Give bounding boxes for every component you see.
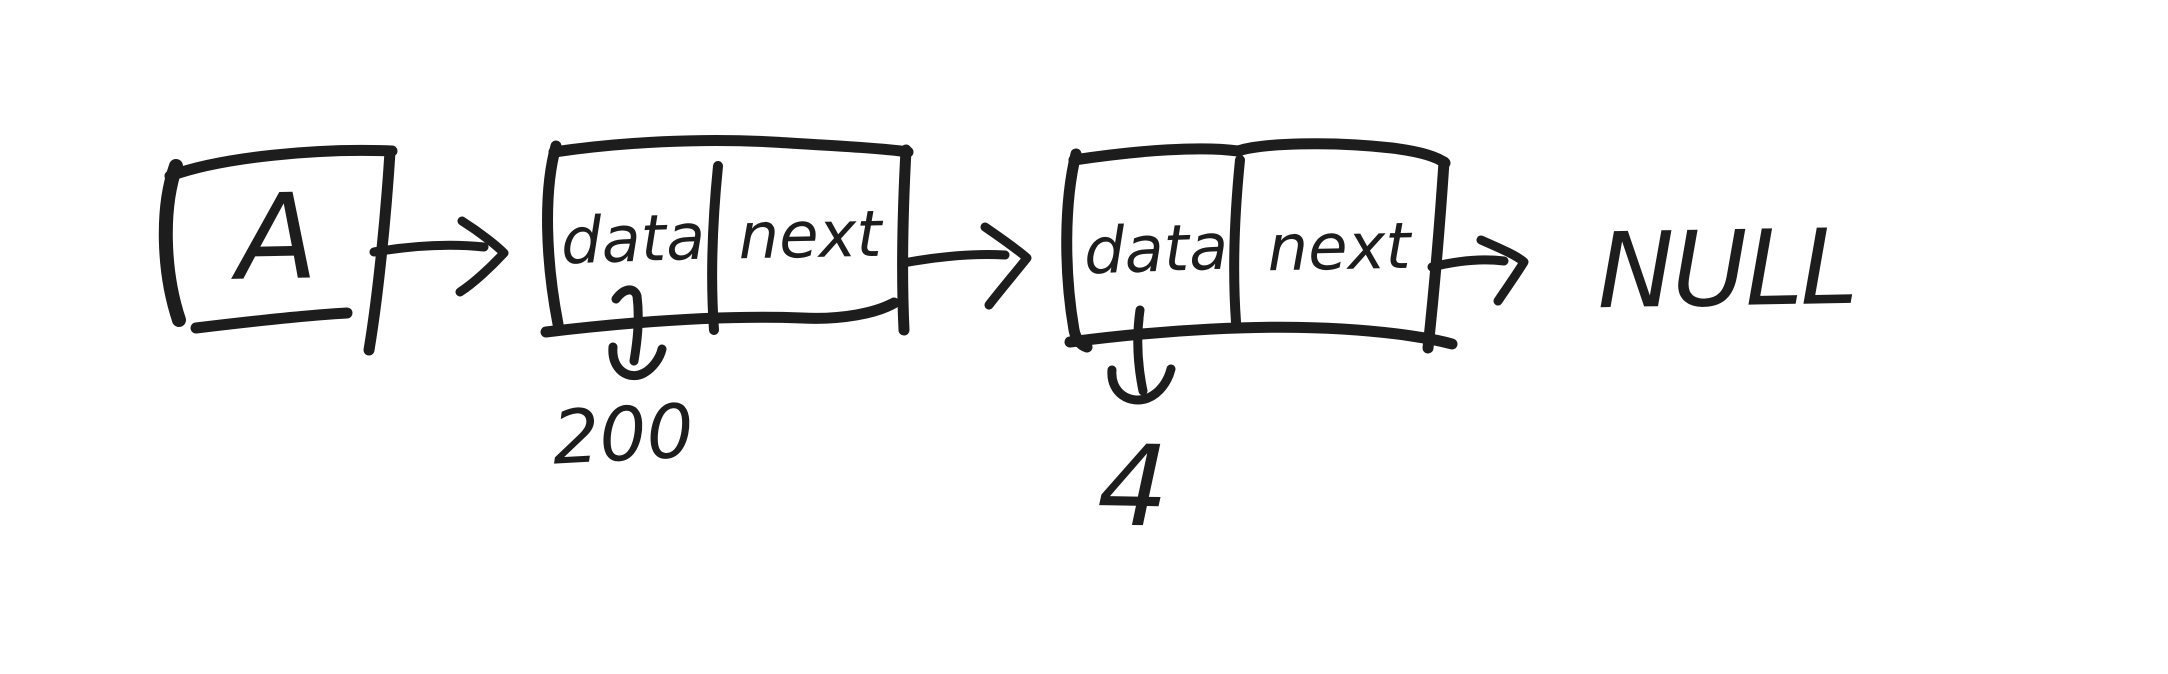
arrow-node1-to-node2 (898, 222, 1032, 310)
node1-data-value: 200 (550, 388, 696, 482)
node2-next-label: next (1266, 209, 1412, 287)
head-pointer-label: A (235, 167, 319, 307)
arrow-node2-to-null (1427, 235, 1529, 306)
null-terminator-label: NULL (1596, 205, 1856, 333)
node2-data-pointer-arrow (1107, 305, 1176, 405)
node1-box (540, 134, 914, 338)
node1-data-label: data (559, 200, 707, 280)
node1-data-pointer-arrow (608, 285, 667, 381)
arrow-head-to-node1 (369, 216, 509, 297)
node2-data-value: 4 (1096, 421, 1170, 553)
node1-next-label: next (737, 197, 883, 275)
node2-data-label: data (1082, 210, 1230, 290)
